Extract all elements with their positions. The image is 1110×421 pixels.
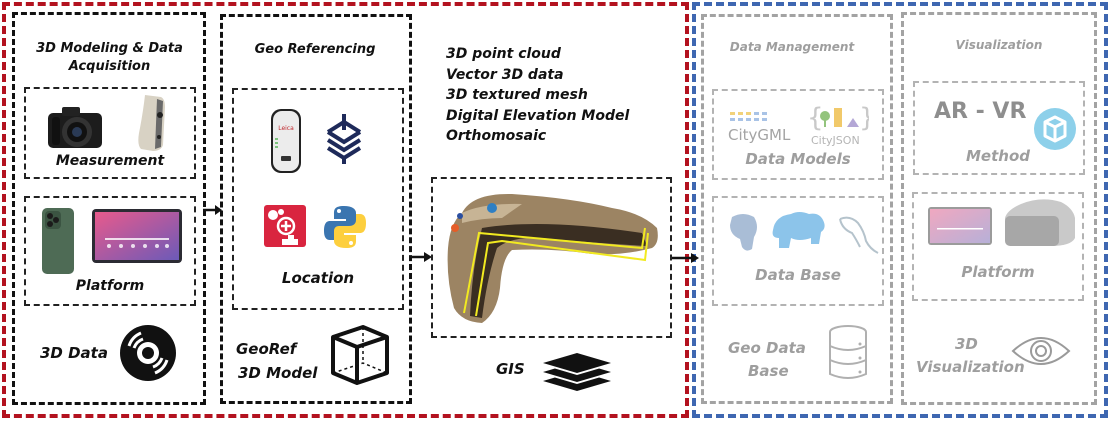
hadoop-icon: [772, 212, 825, 248]
smartphone-icon: [42, 208, 74, 274]
svg-text:{: {: [807, 103, 824, 133]
visualization-column: [901, 12, 1097, 405]
sketchfab-cube-icon: [1034, 108, 1076, 150]
svg-text:Leica: Leica: [278, 125, 294, 132]
product-item: 3D textured mesh: [446, 87, 588, 103]
camera-icon: [48, 107, 102, 148]
textured-trench-model: [447, 193, 658, 323]
georef-column: [220, 14, 412, 404]
data-management-title: Data Management: [729, 40, 855, 54]
measurement-label: Measurement: [55, 153, 165, 169]
location-box: [232, 88, 404, 310]
geo-data-base-label-1: Geo Data: [728, 339, 806, 357]
acquisition-title: 3D Modeling & Data Acquisition: [36, 41, 183, 74]
svg-text:}: }: [859, 103, 869, 133]
tablet-icon-vis: [928, 207, 992, 245]
flow-arrow-2: [411, 252, 432, 262]
data-models-box: [712, 89, 884, 180]
data-base-box: [712, 196, 884, 306]
flow-arrow-3: [672, 253, 699, 263]
product-item: 3D point cloud: [446, 46, 561, 62]
location-label: Location: [281, 269, 355, 287]
svg-text:CityJSON: CityJSON: [811, 134, 860, 147]
product-item: Digital Elevation Model: [446, 107, 630, 124]
model-frame: [431, 177, 672, 338]
visualization-title: Visualization: [955, 38, 1043, 52]
vis-platform-box: [912, 192, 1084, 301]
product-item: Vector 3D data: [446, 66, 564, 83]
processing-group: [2, 2, 689, 418]
data-base-label: Data Base: [755, 266, 841, 284]
layers-icon: [543, 353, 611, 391]
products-list: 3D point cloud Vector 3D data 3D texture…: [446, 44, 629, 147]
data-models-label: Data Models: [745, 150, 851, 168]
mysql-icon: [839, 216, 879, 254]
geo-data-base-label-2: Base: [748, 362, 789, 380]
gnss-receiver-icon: Leica: [271, 109, 301, 173]
method-label: Method: [966, 147, 1030, 165]
qgis-plugin-icon: [264, 205, 306, 247]
svg-text:CityGML: CityGML: [728, 126, 791, 144]
gis-label: GIS: [496, 360, 525, 378]
management-group: [692, 2, 1108, 418]
geo-layers-icon: [326, 114, 362, 164]
tablet-icon: [92, 209, 182, 263]
measurement-box: [24, 87, 196, 179]
database-icon: [829, 325, 867, 379]
cityjson-logo: { } CityJSON: [807, 103, 869, 147]
georef-model-label-1: GeoRef: [236, 340, 297, 358]
georef-title: Geo Referencing: [254, 42, 376, 57]
postgresql-icon: [730, 214, 757, 251]
3d-visualization-label-2: Visualization: [916, 358, 1025, 376]
cube-icon: [331, 325, 389, 385]
vr-headset-icon: [1005, 199, 1075, 246]
3d-visualization-label-1: 3D: [955, 335, 978, 353]
product-item: Orthomosaic: [446, 128, 547, 144]
python-icon: [324, 206, 366, 248]
georef-model-label-2: 3D Model: [238, 364, 318, 382]
acquisition-column: [12, 12, 206, 405]
citygml-logo: CityGML: [728, 112, 791, 144]
disc-icon: [120, 325, 176, 381]
data-management-column: [701, 14, 893, 404]
ar-vr-text: AR - VR: [934, 99, 1027, 124]
3d-data-label: 3D Data: [40, 344, 108, 362]
platform-box: [24, 196, 196, 306]
handheld-3d-scanner-icon: [138, 95, 165, 151]
flow-arrow-1: [203, 205, 222, 215]
eye-icon: [1011, 337, 1071, 365]
vis-platform-label: Platform: [961, 263, 1035, 281]
platform-label: Platform: [75, 278, 145, 294]
method-box: [913, 81, 1085, 175]
